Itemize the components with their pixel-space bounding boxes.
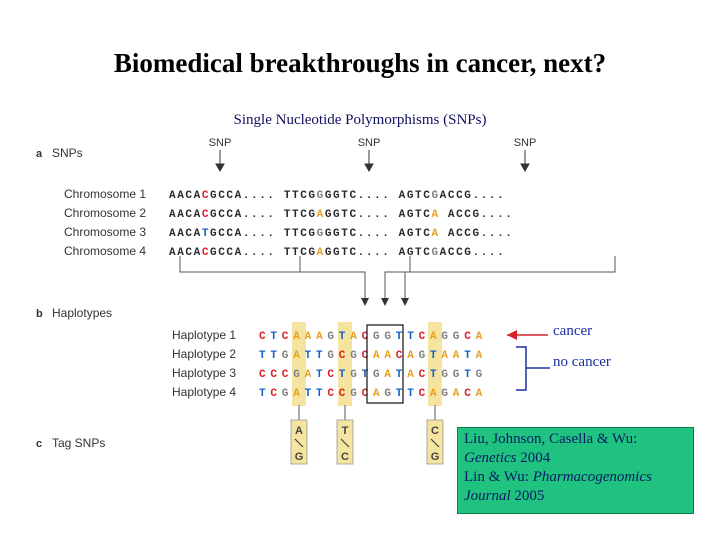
- section-a-label: SNPs: [52, 146, 83, 160]
- citation-box: Liu, Johnson, Casella & Wu: Genetics 200…: [457, 427, 694, 514]
- chromosome-sequence: AACATGCCA.... TTCGGGGTC.... AGTCA ACCG..…: [169, 228, 513, 240]
- citation-line-1: Liu, Johnson, Casella & Wu:: [464, 431, 638, 447]
- highlight-column-3: [428, 322, 442, 406]
- citation-journal-2a: Pharmacogenomics: [532, 469, 652, 485]
- citation-journal-2b: Journal: [464, 488, 511, 504]
- snp-highlight-columns: [292, 322, 442, 406]
- tag-snp-slash: [340, 438, 350, 448]
- tag-snp-box: [290, 419, 308, 465]
- connector-arrowheads: [361, 298, 409, 306]
- cancer-note: cancer: [553, 323, 593, 339]
- chromosome-label: Chromosome 2: [64, 206, 146, 220]
- snp-arrowhead-2: [364, 163, 374, 173]
- tag-snp-top-allele: A: [295, 425, 303, 437]
- section-a-letter: a: [36, 148, 43, 160]
- snp-arrowhead-1: [215, 163, 225, 173]
- citation-year-1: 2004: [516, 450, 551, 466]
- chromosome-sequence: AACACGCCA.... TTCGAGGTC.... AGTCA ACCG..…: [169, 209, 513, 221]
- tag-snp-3: CG: [426, 419, 444, 465]
- citation-line-2: Genetics 2004: [464, 449, 687, 468]
- highlight-column-2: [338, 322, 352, 406]
- tag-snp-slash: [294, 438, 304, 448]
- tag-snp-bottom-allele: G: [431, 451, 440, 463]
- highlight-column-1: [292, 322, 306, 406]
- tag-snp-top-allele: C: [431, 425, 439, 437]
- section-b-label: Haplotypes: [52, 306, 112, 320]
- chromosome-label: Chromosome 3: [64, 225, 146, 239]
- citation-authors-2: Lin & Wu:: [464, 469, 533, 485]
- snp-arrowhead-3: [520, 163, 530, 173]
- haplotype-label: Haplotype 1: [172, 328, 236, 342]
- chromosome-label: Chromosome 4: [64, 244, 146, 258]
- snp-marker-2: SNP: [358, 137, 381, 149]
- section-c-letter: c: [36, 438, 42, 450]
- haplotype-label: Haplotype 3: [172, 366, 236, 380]
- tag-snp-box: [426, 419, 444, 465]
- chromosome-label: Chromosome 1: [64, 187, 146, 201]
- tag-snp-slash: [430, 438, 440, 448]
- citation-year-2: 2005: [510, 488, 545, 504]
- connector-lines: [179, 256, 616, 300]
- haplotype-label: Haplotype 4: [172, 385, 236, 399]
- no-cancer-note: no cancer: [553, 354, 611, 370]
- chromosome-rows: Chromosome 1 AACACGCCA.... TTCGGGGTC.... …: [64, 187, 513, 259]
- snp-marker-1: SNP: [209, 137, 232, 149]
- citation-line-3: Lin & Wu: Pharmacogenomics: [464, 468, 687, 487]
- cancer-arrowhead: [507, 330, 517, 340]
- tag-snp-bottom-allele: C: [341, 451, 349, 463]
- section-b-letter: b: [36, 308, 43, 320]
- snp-marker-3: SNP: [514, 137, 537, 149]
- tag-snp-top-allele: T: [342, 425, 349, 437]
- citation-line-4: Journal 2005: [464, 487, 687, 506]
- citation-journal-1: Genetics: [464, 450, 517, 466]
- section-c-label: Tag SNPs: [52, 436, 105, 450]
- tag-snp-connectors: [298, 405, 436, 420]
- tag-snp-bottom-allele: G: [295, 451, 304, 463]
- tag-snp-2: TC: [336, 419, 354, 465]
- tag-snp-box: [336, 419, 354, 465]
- chromosome-sequence: AACACGCCA.... TTCGAGGTC.... AGTCGACCG...…: [169, 247, 505, 259]
- slide-title: Biomedical breakthroughs in cancer, next…: [113, 48, 607, 78]
- haplotype-label: Haplotype 2: [172, 347, 236, 361]
- tag-snp-1: AG: [290, 419, 308, 465]
- no-cancer-bracket: [516, 346, 527, 391]
- figure-title: Single Nucleotide Polymorphisms (SNPs): [233, 112, 487, 128]
- chromosome-sequence: AACACGCCA.... TTCGGGGTC.... AGTCGACCG...…: [169, 190, 505, 202]
- selection-box: [366, 324, 404, 404]
